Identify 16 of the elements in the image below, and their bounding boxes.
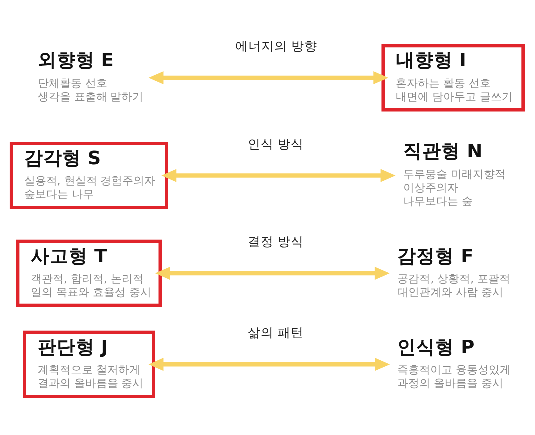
edge-label: 결정 방식 [248, 234, 304, 250]
edge-label: 인식 방식 [248, 136, 304, 152]
arrow [155, 267, 390, 280]
node-box: 판단형 J 계획적으로 철저하게 결과의 올바름을 중시 [23, 330, 156, 398]
node-text: 인식형 P 즉흥적이고 융통성있게 과정의 올바름을 중시 [398, 337, 512, 390]
edge-label: 에너지의 방향 [235, 38, 318, 54]
node-box: 내향형 I 혼자하는 활동 선호 내면에 담아두고 글쓰기 [382, 44, 526, 112]
arrow [148, 358, 390, 372]
node-box: 감각형 S 실용적, 현실적 경험주의자 숲보다는 나무 [10, 142, 168, 210]
node-box: 사고형 T 객관적, 합리적, 논리적 일의 목표와 효율성 중시 [16, 240, 162, 308]
node-text: 직관형 N 두루뭉술 미래지향적 이상주의자 나무보다는 숲 [404, 142, 506, 208]
node-text: 외향형 E 단체활동 선호 생각을 표출해 말하기 [38, 50, 144, 104]
arrow [162, 169, 396, 182]
edge-label: 삶의 패턴 [248, 325, 304, 340]
node-text: 감정형 F 공감적, 상황적, 포괄적 대인관계와 사람 중시 [398, 246, 511, 299]
arrow [148, 71, 389, 85]
